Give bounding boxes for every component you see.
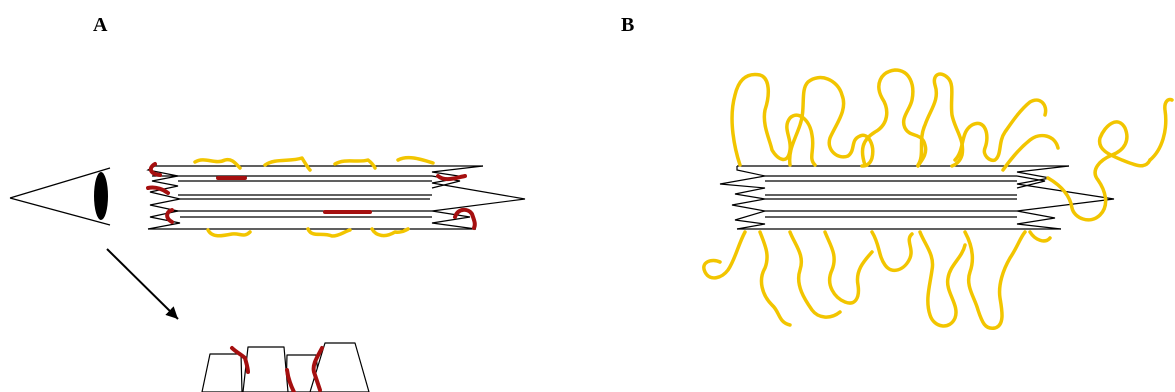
cross-section-blocks — [201, 342, 370, 392]
fibril-bundle-b — [719, 165, 1115, 230]
panel-b — [702, 68, 1174, 331]
arrow-icon — [106, 248, 179, 320]
eye-icon — [9, 167, 111, 226]
panel-label-b: B — [621, 14, 635, 36]
gold-chains-a — [193, 155, 435, 238]
gold-chains-b-lower — [702, 230, 1052, 331]
red-chains-cross-section — [230, 346, 324, 392]
fibril-bundle-a — [146, 165, 526, 230]
red-chains-a — [146, 162, 477, 230]
gold-chains-b-upper — [730, 68, 1174, 222]
panel-label-a: A — [93, 14, 108, 36]
panel-a — [9, 155, 526, 392]
